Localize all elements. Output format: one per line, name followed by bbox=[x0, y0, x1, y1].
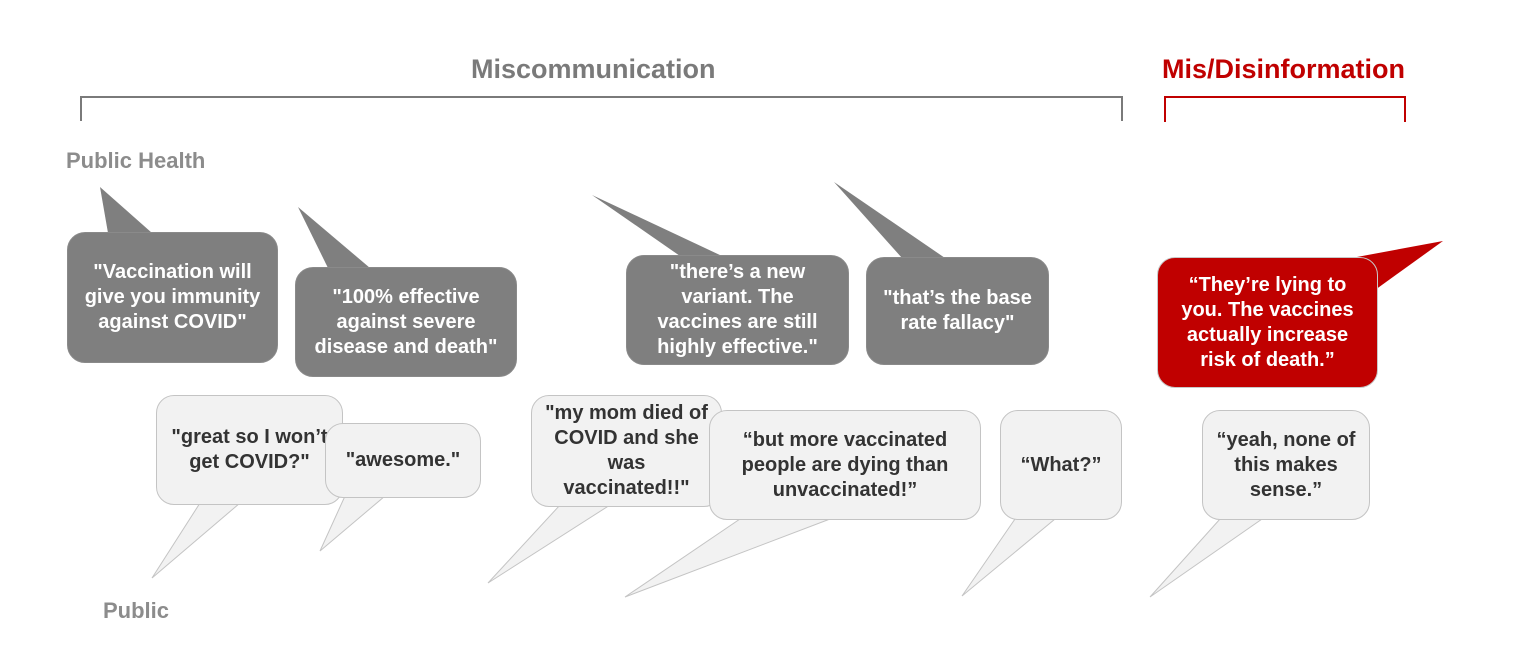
miscommunication-bracket bbox=[80, 96, 1123, 121]
public-bubble: "awesome." bbox=[325, 423, 481, 498]
bubble-text: "my mom died of COVID and she was vaccin… bbox=[545, 402, 708, 499]
bubble-text: "great so I won’t get COVID?" bbox=[171, 426, 328, 473]
public-label: Public bbox=[103, 598, 170, 623]
bubble-tail bbox=[624, 518, 831, 598]
bubble-tail bbox=[1149, 518, 1264, 598]
bubble-tail bbox=[834, 182, 945, 258]
misinformation-bubble: “They’re lying to you. The vaccines actu… bbox=[1157, 257, 1378, 388]
bubble-text: “but more vaccinated people are dying th… bbox=[741, 428, 949, 501]
bubble-text: "100% effective against severe disease a… bbox=[314, 285, 498, 358]
bubble-text: “What?” bbox=[1020, 453, 1102, 476]
public-health-bubble: "Vaccination will give you immunity agai… bbox=[67, 232, 278, 363]
bubble-text: "awesome." bbox=[345, 449, 461, 471]
bubble-text: "that’s the base rate fallacy" bbox=[883, 287, 1032, 334]
miscommunication-header: Miscommunication bbox=[471, 54, 716, 84]
bubble-text: "there’s a new variant. The vaccines are… bbox=[657, 261, 818, 358]
public-health-bubble: "that’s the base rate fallacy" bbox=[866, 257, 1049, 365]
public-bubble: "my mom died of COVID and she was vaccin… bbox=[531, 395, 722, 507]
bubble-tail bbox=[151, 502, 242, 579]
bubble-tail bbox=[298, 207, 370, 268]
misdisinformation-header: Mis/Disinformation bbox=[1162, 54, 1406, 84]
bubble-tail bbox=[592, 195, 722, 256]
bubble-text: “yeah, none of this makes sense.” bbox=[1216, 428, 1356, 501]
misdisinformation-bracket bbox=[1164, 96, 1406, 122]
public-health-label: Public Health bbox=[66, 148, 206, 173]
public-health-bubble: "there’s a new variant. The vaccines are… bbox=[626, 255, 849, 365]
public-bubble: "great so I won’t get COVID?" bbox=[156, 395, 343, 505]
public-bubble: “yeah, none of this makes sense.” bbox=[1202, 410, 1370, 520]
bubble-tail bbox=[487, 504, 612, 584]
bubble-text: “They’re lying to you. The vaccines actu… bbox=[1181, 273, 1354, 371]
bubble-tail bbox=[961, 518, 1057, 597]
bubble-tail bbox=[100, 187, 152, 233]
public-health-bubble: "100% effective against severe disease a… bbox=[295, 267, 517, 377]
bubble-text: "Vaccination will give you immunity agai… bbox=[84, 261, 261, 333]
public-bubble: “What?” bbox=[1000, 410, 1122, 520]
public-bubble: “but more vaccinated people are dying th… bbox=[709, 410, 981, 520]
